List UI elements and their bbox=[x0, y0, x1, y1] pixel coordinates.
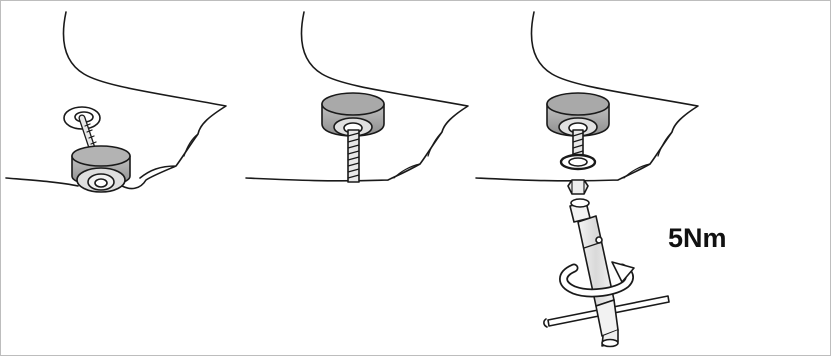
step-1-flange bbox=[5, 11, 227, 190]
step-3-washer bbox=[559, 153, 597, 171]
torque-label: 5Nm bbox=[668, 223, 727, 253]
step-3-grommet bbox=[546, 92, 610, 137]
step-2-grommet bbox=[321, 92, 385, 137]
step-2-stud bbox=[347, 129, 360, 183]
step-3-rotation-arrow bbox=[559, 261, 635, 298]
step-1-grommet bbox=[71, 145, 131, 193]
step-3-panel bbox=[475, 11, 699, 348]
step-3-socket-wrench bbox=[543, 198, 670, 348]
step-2-panel bbox=[245, 11, 469, 183]
step-1-panel bbox=[5, 11, 227, 193]
step-3-nut bbox=[567, 179, 589, 195]
